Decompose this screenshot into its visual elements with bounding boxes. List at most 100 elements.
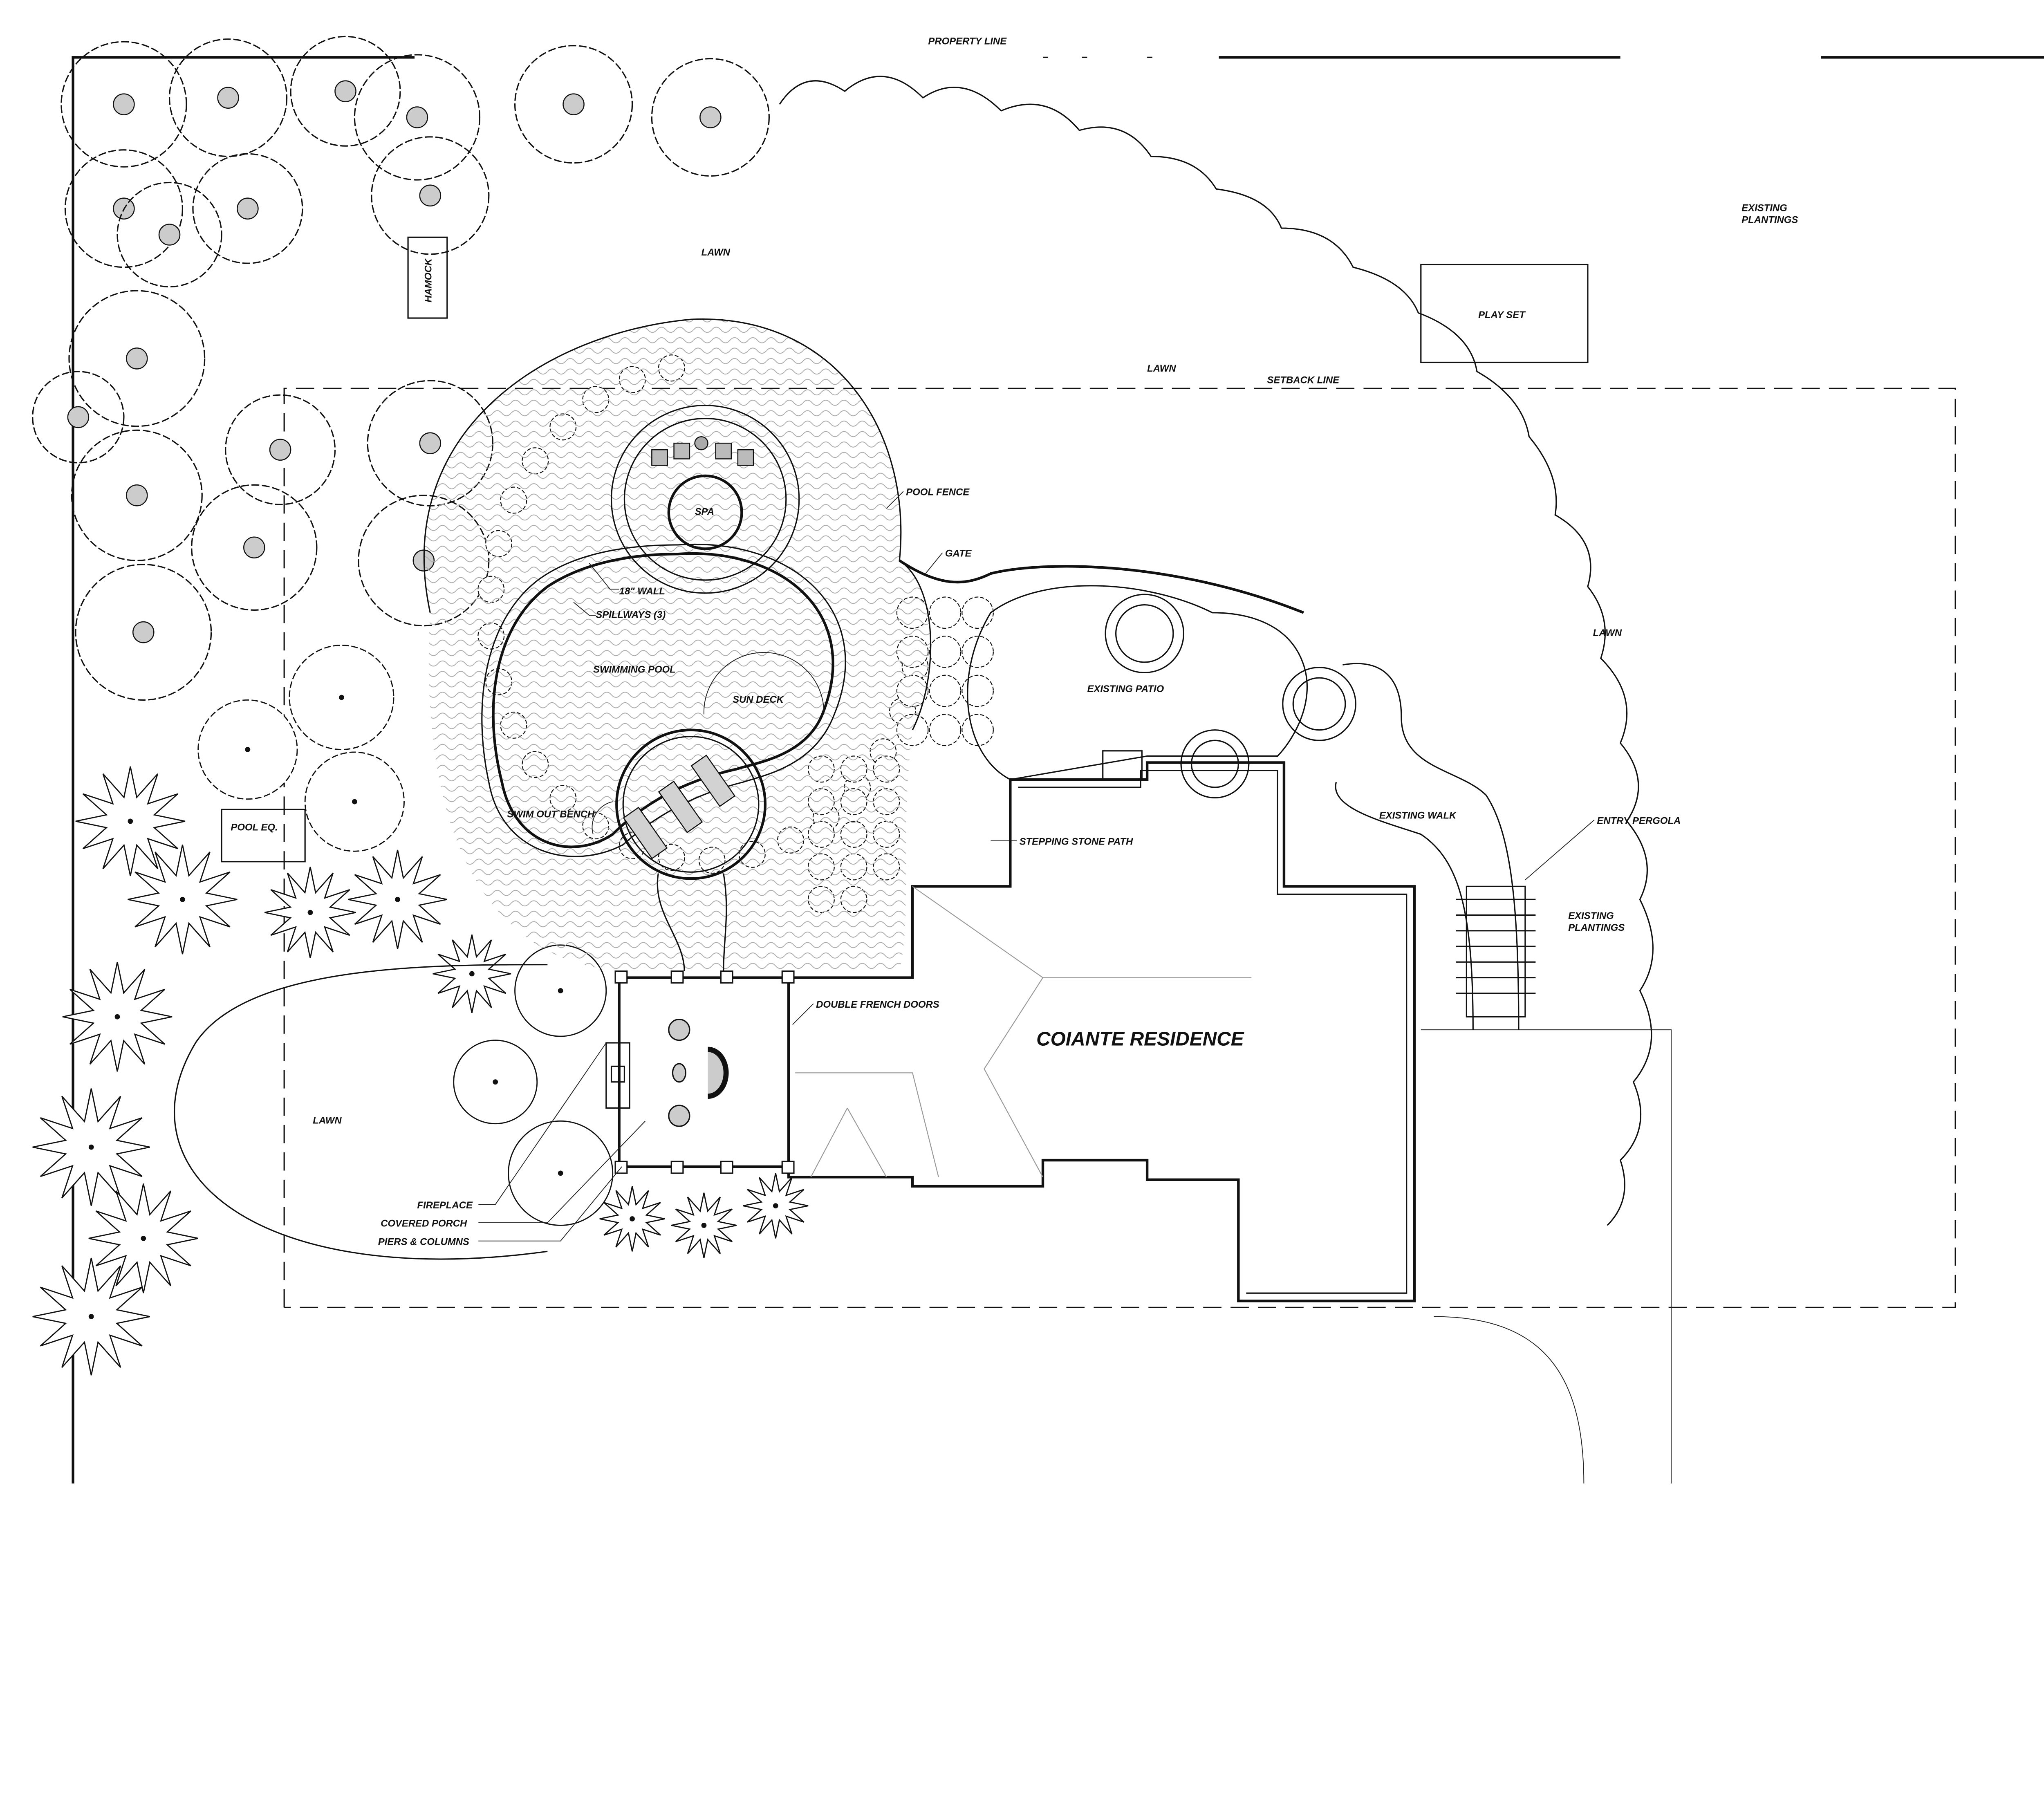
residence-outline: [787, 761, 1416, 1302]
setback-line: [283, 388, 1956, 1308]
lounge-deck: [615, 728, 766, 971]
tree-center-icon: [141, 1235, 146, 1241]
tree-trunk-icon: [217, 87, 239, 109]
deciduous-tree-icon: [290, 36, 401, 147]
existing-patio-label: EXISTING PATIO: [1087, 684, 1164, 695]
existing-plantings-right-label-1: EXISTING: [1568, 910, 1614, 921]
tree-trunk-icon: [269, 439, 291, 461]
deciduous-tree-icon: [371, 136, 490, 255]
wall-label: 18" WALL: [619, 586, 665, 597]
deciduous-tree-icon: [514, 45, 633, 164]
deciduous-tree-icon: [651, 58, 770, 177]
covered-porch: [605, 970, 795, 1174]
existing-walk: [1335, 663, 1520, 1030]
shrub-icon: [929, 675, 961, 707]
tree-center-icon: [88, 1314, 94, 1320]
tree-trunk-icon: [563, 93, 585, 115]
tree-center-icon: [558, 988, 563, 993]
tree-trunk-icon: [132, 621, 155, 643]
entry-pergola: [1456, 885, 1536, 1017]
deciduous-tree-icon: [68, 290, 206, 427]
tree-trunk-icon: [334, 80, 356, 102]
tree-trunk-icon: [113, 93, 135, 115]
shrub-icon: [961, 714, 994, 746]
swimming-pool: [481, 544, 846, 857]
tree-trunk-icon: [699, 106, 722, 128]
tree-trunk-icon: [126, 484, 148, 506]
tree-center-icon: [558, 1170, 563, 1176]
tree-center-icon: [493, 1079, 498, 1085]
lawn-label: LAWN: [1593, 627, 1622, 639]
swim-out-bench-label: SWIM OUT BENCH: [507, 809, 595, 820]
tree-center-icon: [180, 896, 185, 902]
existing-plantings-right-label-2: PLANTINGS: [1568, 922, 1625, 933]
setback-line-label: SETBACK LINE: [1267, 375, 1340, 386]
tree-center-icon: [114, 1014, 120, 1020]
lawn-label: LAWN: [702, 247, 731, 258]
spa: [610, 405, 800, 594]
shrub-icon: [961, 675, 994, 707]
deciduous-tree-icon: [71, 429, 203, 561]
shrub-icon: [929, 714, 961, 746]
lawn-label: LAWN: [313, 1115, 342, 1126]
property-line-label: PROPERTY LINE: [928, 36, 1007, 47]
double-french-doors-label: DOUBLE FRENCH DOORS: [816, 999, 939, 1010]
hammock-label: HAMOCK: [423, 258, 434, 302]
fireplace-label: FIREPLACE: [417, 1200, 473, 1211]
pool-fence-label: POOL FENCE: [906, 487, 970, 498]
deciduous-tree-icon: [75, 564, 212, 701]
play-set-label: PLAY SET: [1478, 309, 1526, 320]
shrub-icon: [929, 596, 961, 629]
roof-lines: [795, 886, 1252, 1178]
swimming-pool-label: SWIMMING POOL: [593, 664, 676, 675]
pool-eq-label: POOL EQ.: [231, 822, 278, 833]
tree-center-icon: [701, 1223, 707, 1228]
tree-center-icon: [352, 799, 357, 805]
existing-plantings-top-label-2: PLANTINGS: [1741, 214, 1798, 225]
existing-plantings-top-label-1: EXISTING: [1741, 203, 1787, 214]
covered-porch-label: COVERED PORCH: [381, 1218, 467, 1229]
tree-trunk-icon: [67, 406, 90, 428]
tree-trunk-icon: [158, 224, 181, 246]
tree-center-icon: [630, 1216, 635, 1221]
deciduous-tree-icon: [168, 38, 288, 157]
tree-center-icon: [339, 695, 344, 700]
deciduous-tree-icon: [64, 149, 184, 268]
tree-trunk-icon: [406, 106, 428, 128]
stepping-stone-path-label: STEPPING STONE PATH: [1020, 836, 1133, 847]
deciduous-tree-icon: [61, 41, 187, 168]
tree-center-icon: [88, 1144, 94, 1150]
residence-label: COIANTE RESIDENCE: [1036, 1028, 1245, 1050]
piers-columns-label: PIERS & COLUMNS: [378, 1236, 469, 1247]
pool-deck-hatch: [424, 319, 931, 971]
deciduous-tree-icon: [225, 394, 336, 505]
landscape-site-plan: PROPERTY LINE SETBACK LINE EXISTING PLAN…: [32, 36, 2044, 1484]
tree-trunk-icon: [237, 197, 259, 220]
deciduous-tree-icon: [117, 182, 222, 288]
pool-garden-boundary: [423, 318, 932, 731]
deciduous-tree-icon: [32, 371, 125, 464]
lawn-label: LAWN: [1147, 363, 1176, 374]
tree-center-icon: [469, 971, 475, 977]
existing-patio: [967, 585, 1356, 799]
deciduous-tree-icon: [191, 484, 318, 611]
spillways-label: SPILLWAYS (3): [596, 609, 666, 620]
deciduous-tree-icon: [192, 153, 303, 264]
tree-center-icon: [128, 818, 133, 824]
tree-trunk-icon: [419, 432, 442, 454]
tree-trunk-icon: [126, 347, 148, 370]
shrub-icon: [961, 636, 994, 668]
tree-center-icon: [245, 747, 251, 752]
spa-label: SPA: [695, 506, 714, 518]
tree-center-icon: [395, 896, 400, 902]
tree-center-icon: [773, 1203, 778, 1208]
tree-trunk-icon: [419, 184, 442, 207]
lawn-edge: [174, 964, 548, 1260]
gate-label: GATE: [945, 548, 972, 559]
entry-pergola-label: ENTRY PERGOLA: [1597, 815, 1681, 826]
existing-walk-label: EXISTING WALK: [1379, 810, 1457, 821]
hammock: [407, 236, 448, 319]
pool-equipment: [221, 809, 306, 863]
sun-deck-label: SUN DECK: [733, 694, 784, 705]
shrub-icon: [961, 596, 994, 629]
